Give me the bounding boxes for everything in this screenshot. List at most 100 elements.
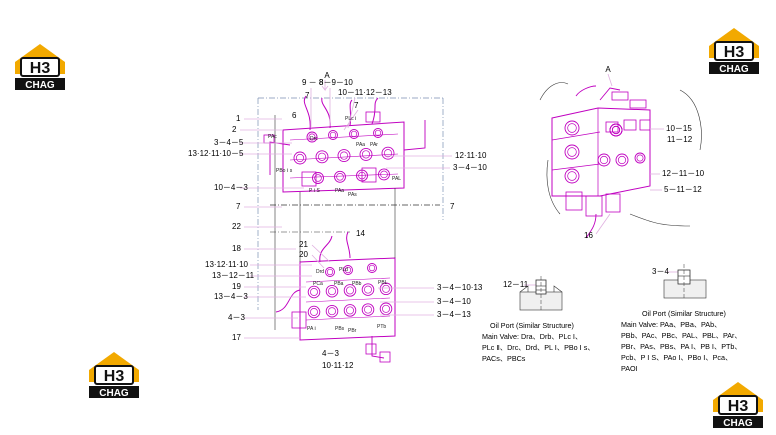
hose (269, 141, 291, 175)
logo-text-h3: H3 (724, 44, 745, 61)
port-fitting (634, 152, 646, 164)
lower-valve-spool-lines (305, 277, 391, 321)
fitting (629, 99, 647, 109)
hose (371, 97, 379, 125)
port-fitting-inner (567, 171, 577, 181)
port-fitting-inner (567, 147, 577, 157)
detail-caption-title: Oil Port (Similar Structure) (642, 309, 726, 318)
port-fitting (334, 170, 346, 183)
callout-leader (343, 109, 359, 131)
detail-caption-line: PACs、PBCs (482, 354, 526, 363)
port-flange (291, 311, 307, 329)
port-fitting-inner (611, 125, 621, 135)
port-fitting-inner (328, 307, 336, 316)
port-tag: PAa (335, 188, 344, 194)
port-fitting (307, 285, 321, 299)
callout-label: 10－11·12－13 (338, 88, 392, 97)
port-fitting-inner (344, 266, 352, 274)
port-fitting (307, 305, 321, 319)
port-fitting (325, 304, 339, 318)
port-fitting (343, 304, 357, 317)
callout-label: 6 (292, 111, 297, 120)
detail-caption-line: Main Valve: PAa、PBa、PAb、 (621, 320, 721, 329)
callout-leader (311, 244, 331, 263)
callout-label: 4－3 (322, 349, 339, 358)
port-tag: Drc (310, 136, 318, 142)
callout-label: 7 (354, 101, 359, 110)
logo-badge (714, 41, 754, 61)
lower-valve-outline (299, 257, 396, 341)
side-view-curve (546, 159, 561, 215)
fitting (365, 111, 381, 123)
hose (321, 97, 331, 129)
port-fitting-inner (346, 306, 354, 315)
callout-label: 3－4－10 (453, 163, 487, 172)
callout-leader (595, 213, 611, 235)
port-fitting (337, 149, 351, 163)
port-fitting (325, 284, 339, 298)
port-tag: PBo Ⅰ s (276, 168, 293, 174)
logo-badge (20, 57, 60, 77)
port-fitting (381, 146, 395, 160)
logo-text-chag: CHAG (25, 80, 55, 91)
hose (575, 85, 597, 97)
logo-badge (718, 395, 758, 415)
side-view-curve (629, 213, 691, 227)
hose (303, 95, 311, 131)
callout-label: 11－12 (667, 135, 693, 144)
port-fitting (293, 151, 307, 165)
callout-label: 12·11·10 (455, 151, 487, 160)
port-fitting-inner (314, 174, 322, 182)
callout-label: 22 (232, 222, 241, 231)
callout-label: 10·11·12 (322, 361, 354, 370)
port-fitting (378, 168, 390, 181)
logo-text-chag: CHAG (719, 64, 749, 75)
callout-label: 7 (236, 202, 241, 211)
fitting (565, 191, 583, 211)
side-view-curve (539, 82, 569, 101)
port-fitting (564, 168, 580, 184)
hose (319, 235, 333, 263)
hose (403, 120, 426, 151)
port-fitting (361, 283, 375, 296)
side-view-curve (679, 89, 702, 151)
logo-badge (94, 365, 134, 385)
port-fitting (609, 123, 623, 137)
port-tag: PBa (334, 281, 344, 287)
logo-text-h3: H3 (30, 60, 51, 77)
diagram-geometry (240, 73, 707, 363)
callout-label: 10－15 (666, 124, 692, 133)
port-fitting (343, 284, 357, 297)
port-fitting-inner (350, 130, 358, 138)
port-fitting (328, 130, 338, 140)
detail-caption-line: PAOI (621, 364, 638, 373)
port-fitting (315, 150, 329, 164)
callout-label: 9 － 8 (302, 78, 324, 87)
port-fitting (564, 144, 580, 160)
port-tag: PA Ⅰ (307, 326, 316, 332)
port-tag: PTb (377, 324, 386, 330)
port-flange (301, 171, 317, 187)
port-fitting (349, 129, 359, 139)
callout-label: 13－4－3 (214, 292, 248, 301)
callout-label: 3－4－10·13 (437, 283, 483, 292)
logo-band (89, 386, 139, 398)
callout-label: 14 (356, 229, 365, 238)
port-flange (361, 167, 377, 183)
port-tag: PAr (370, 142, 378, 148)
port-fitting (312, 172, 324, 184)
callout-label: 13·12·11·10－5 (188, 149, 244, 158)
port-fitting-inner (328, 287, 336, 296)
port-fitting-inner (368, 264, 376, 272)
port-fitting (359, 147, 373, 161)
port-fitting (379, 282, 393, 296)
port-fitting-inner (567, 123, 577, 133)
port-fitting-inner (382, 284, 390, 293)
port-tag: PBb (352, 281, 362, 287)
port-fitting-inner (364, 305, 372, 314)
callout-label: 13·12·11·10 (205, 260, 249, 269)
callout-label: 3－4－13 (437, 310, 471, 319)
